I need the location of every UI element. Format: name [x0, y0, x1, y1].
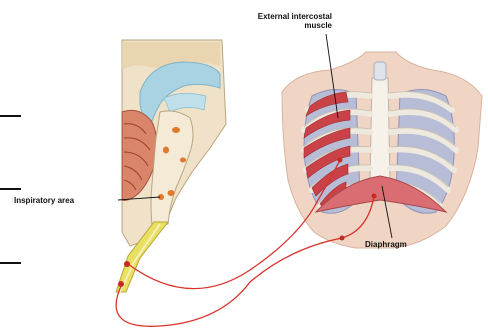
brain-section	[116, 40, 226, 292]
pons-nucleus	[163, 147, 169, 154]
trachea	[374, 62, 386, 80]
external-intercostal-label-line2: muscle	[222, 21, 332, 30]
diaphragm-target	[372, 194, 377, 199]
medulla-nucleus-lower	[168, 190, 175, 196]
cord-junction-lower	[118, 281, 124, 287]
cord-junction-upper	[124, 261, 130, 267]
external-intercostal-label: External intercostal muscle	[222, 12, 332, 30]
diaphragm-label: Diaphragm	[365, 240, 407, 249]
intercostal-target	[338, 158, 343, 163]
external-intercostal-label-line1: External intercostal	[258, 12, 332, 21]
thorax	[282, 52, 482, 248]
pneumotaxic-nucleus	[172, 127, 180, 133]
medulla-nucleus-upper	[180, 158, 186, 163]
inspiratory-area-label: Inspiratory area	[14, 196, 74, 205]
phrenic-midpoint	[340, 236, 345, 241]
